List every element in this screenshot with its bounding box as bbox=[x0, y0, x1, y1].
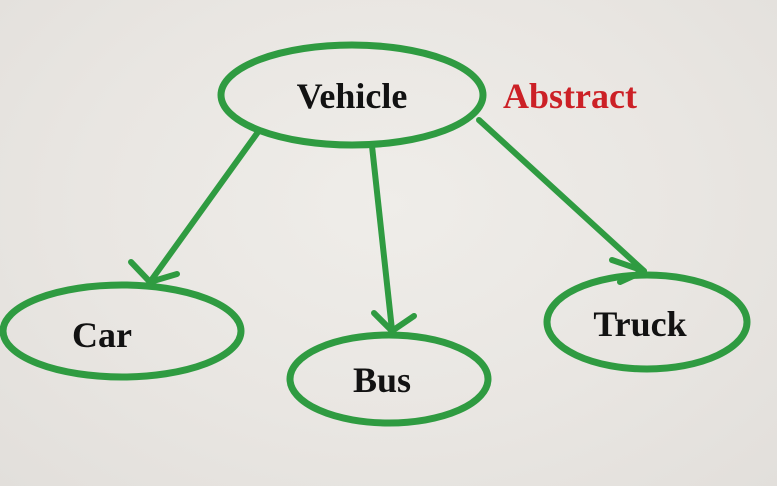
edge-line-vehicle-truck bbox=[476, 117, 647, 274]
node-bus: Bus bbox=[286, 331, 492, 427]
arrowhead-bus-icon bbox=[371, 310, 417, 334]
edge-vehicle-bus bbox=[369, 143, 417, 334]
edge-vehicle-car bbox=[128, 129, 261, 285]
node-vehicle: Vehicle bbox=[217, 41, 487, 149]
node-truck-ellipse bbox=[543, 271, 751, 373]
node-vehicle-ellipse bbox=[217, 41, 487, 149]
node-truck-label: Truck bbox=[593, 304, 686, 344]
node-car-label: Car bbox=[72, 315, 132, 355]
edge-line-vehicle-bus bbox=[369, 143, 395, 333]
node-car-ellipse bbox=[0, 281, 245, 381]
node-bus-ellipse bbox=[286, 331, 492, 427]
node-truck: Truck bbox=[543, 271, 751, 373]
node-bus-label: Bus bbox=[353, 360, 411, 400]
annotation-abstract: Abstract bbox=[503, 76, 637, 116]
arrowhead-car-icon bbox=[128, 259, 180, 285]
node-car: Car bbox=[0, 281, 245, 381]
edge-vehicle-truck bbox=[476, 117, 647, 285]
edge-line-vehicle-car bbox=[147, 129, 261, 285]
node-vehicle-label: Vehicle bbox=[297, 76, 408, 116]
